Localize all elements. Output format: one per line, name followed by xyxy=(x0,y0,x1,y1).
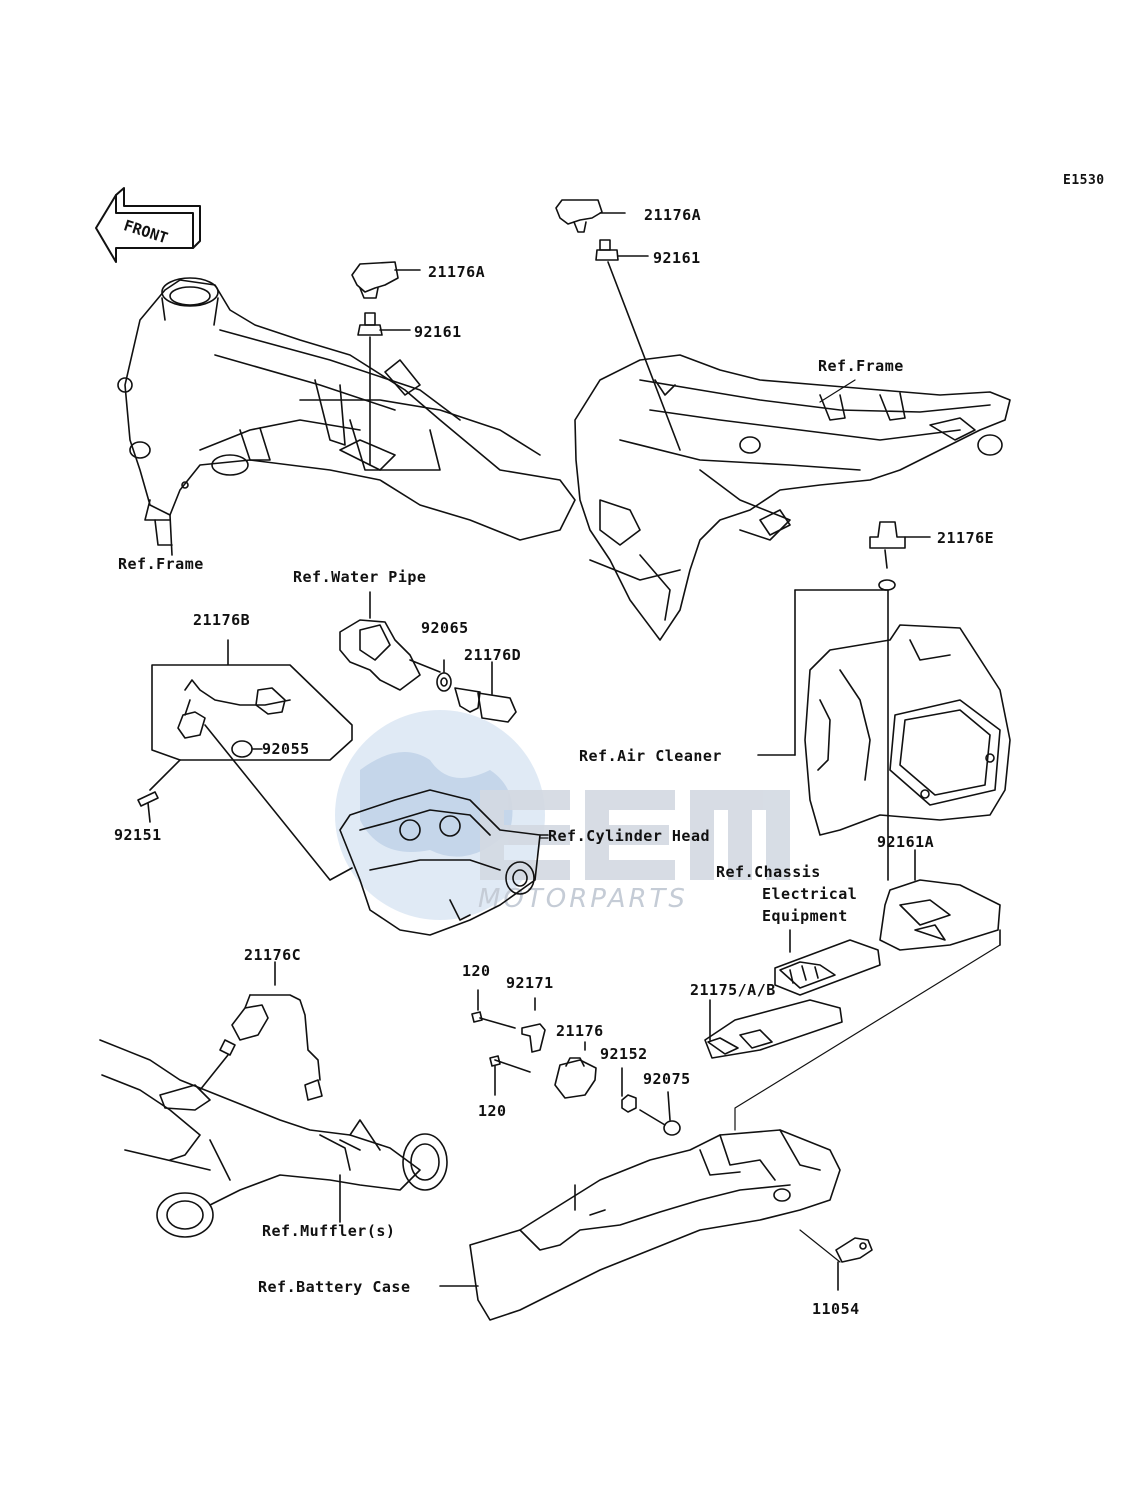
part-label-21176C[interactable]: 21176C xyxy=(244,946,302,964)
o-ring-92055-drawing xyxy=(231,740,263,758)
clamp-92171-drawing xyxy=(521,997,546,1053)
part-label-120-top[interactable]: 120 xyxy=(462,962,491,980)
chassis-electrical-drawing xyxy=(774,929,881,996)
part-label-21176E[interactable]: 21176E xyxy=(937,529,995,547)
part-label-120-bottom[interactable]: 120 xyxy=(478,1102,507,1120)
part-label-92065[interactable]: 92065 xyxy=(421,619,469,637)
part-label-92075[interactable]: 92075 xyxy=(643,1070,691,1088)
part-label-92161-top[interactable]: 92161 xyxy=(653,249,701,267)
front-arrow-icon: FRONT xyxy=(95,187,201,263)
part-label-21176A-left[interactable]: 21176A xyxy=(428,263,486,281)
part-label-21175[interactable]: 21175/A/B xyxy=(690,981,776,999)
sensor-21176-drawing xyxy=(554,1041,597,1099)
ref-label-battery-case: Ref.Battery Case xyxy=(258,1278,411,1296)
figure-code: E1530 xyxy=(1063,173,1105,188)
part-label-21176D[interactable]: 21176D xyxy=(464,646,522,664)
ecu-21175-drawing xyxy=(704,999,843,1059)
washer-92065-drawing xyxy=(436,659,452,692)
bolt-120-bottom-drawing xyxy=(489,1055,531,1096)
nut-92152-drawing xyxy=(621,1067,637,1113)
part-label-21176A-top[interactable]: 21176A xyxy=(644,206,702,224)
battery-case-drawing xyxy=(439,1129,841,1321)
part-label-92055[interactable]: 92055 xyxy=(262,740,310,758)
part-label-11054[interactable]: 11054 xyxy=(812,1300,860,1318)
part-label-92152[interactable]: 92152 xyxy=(600,1045,648,1063)
muffler-drawing xyxy=(99,1039,448,1238)
sensor-21176D-drawing xyxy=(454,661,517,723)
watermark-subtitle: MOTORPARTS xyxy=(478,884,688,914)
right-frame-drawing xyxy=(574,354,1011,641)
ref-label-muffler: Ref.Muffler(s) xyxy=(262,1222,396,1240)
watermark-logo-icon xyxy=(480,790,790,880)
sensor-21176A-left-drawing xyxy=(351,261,421,466)
part-label-21176B[interactable]: 21176B xyxy=(193,611,251,629)
grommet-92075-drawing xyxy=(639,1091,681,1136)
cylinder-head-drawing xyxy=(339,789,549,936)
clip-11054-drawing xyxy=(835,1237,873,1291)
part-label-92161-left[interactable]: 92161 xyxy=(414,323,462,341)
ref-label-chassis-line1: Ref.Chassis xyxy=(716,863,821,881)
ref-label-frame-left: Ref.Frame xyxy=(118,555,204,573)
bolt-120-top-drawing xyxy=(471,989,516,1029)
part-label-21176[interactable]: 21176 xyxy=(556,1022,604,1040)
sensor-21176B-drawing xyxy=(137,639,353,881)
ref-label-chassis-line2: Electrical xyxy=(762,885,858,903)
ref-label-frame-right: Ref.Frame xyxy=(818,357,904,375)
part-label-92161A[interactable]: 92161A xyxy=(877,833,935,851)
water-pipe-drawing xyxy=(339,591,441,691)
bracket-92161A-drawing xyxy=(879,849,1001,951)
left-frame-drawing xyxy=(117,277,576,556)
ref-label-cylinder-head: Ref.Cylinder Head xyxy=(548,827,711,845)
leader-lines-drawing xyxy=(734,944,1001,1263)
part-label-92171[interactable]: 92171 xyxy=(506,974,554,992)
sensor-21176A-right-drawing xyxy=(555,199,681,451)
air-cleaner-drawing xyxy=(757,589,1011,881)
sensor-21176C-drawing xyxy=(199,961,323,1101)
sensor-21176E-drawing xyxy=(869,521,931,591)
ref-label-chassis-line3: Equipment xyxy=(762,907,848,925)
ref-label-air-cleaner: Ref.Air Cleaner xyxy=(579,747,722,765)
ref-label-water-pipe: Ref.Water Pipe xyxy=(293,568,427,586)
part-label-92151[interactable]: 92151 xyxy=(114,826,162,844)
ref-leaders-drawing xyxy=(539,379,856,839)
